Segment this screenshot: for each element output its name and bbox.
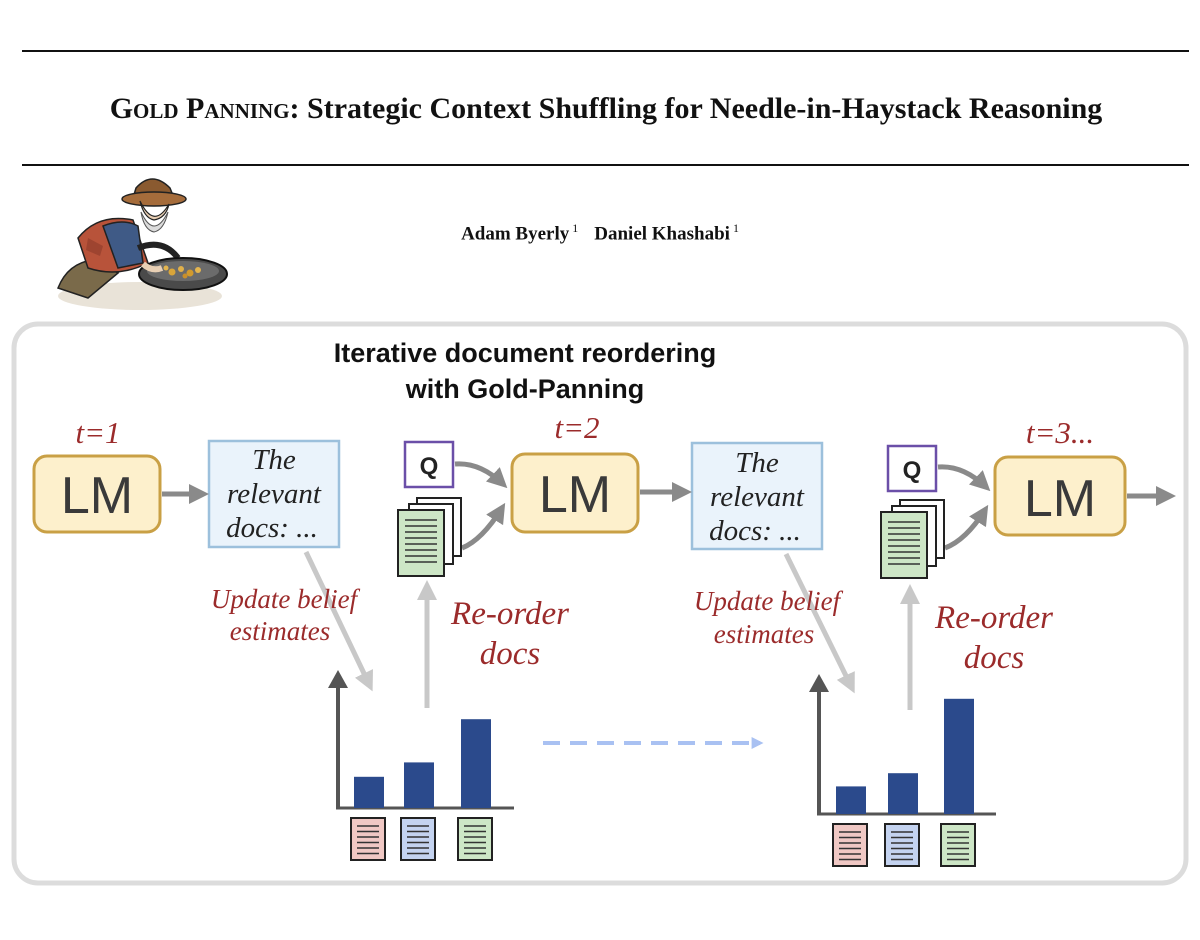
document-icon	[457, 817, 493, 861]
lm-label: LM	[61, 467, 133, 525]
flow-arrow	[460, 502, 506, 551]
flow-arrow	[937, 464, 991, 492]
update-belief-label: estimates	[714, 619, 815, 649]
chart-axis-arrowhead	[809, 674, 829, 692]
relevant-docs-line: docs: ...	[709, 515, 801, 547]
lm-label: LM	[539, 466, 611, 524]
relevant-docs-line: The	[735, 447, 779, 479]
query-box: Q	[403, 440, 455, 489]
belief-chart	[328, 670, 514, 861]
reorder-label: docs	[480, 636, 541, 672]
paper-title: Gold Panning: Strategic Context Shufflin…	[0, 92, 1200, 126]
update-arrow	[783, 552, 855, 694]
relevant-docs-line: relevant	[710, 481, 805, 513]
belief-bar	[461, 719, 491, 808]
lm-block: LM	[993, 455, 1127, 537]
relevant-docs-line: relevant	[227, 478, 322, 510]
top-rule	[22, 50, 1189, 52]
update-arrow	[303, 550, 373, 692]
figure-heading: Iterative document reordering	[334, 338, 717, 368]
relevant-docs-box: The relevant docs: ...	[207, 439, 341, 549]
update-belief-label: Update belief	[211, 584, 361, 614]
query-label: Q	[903, 457, 922, 484]
relevant-docs-line: docs: ...	[226, 512, 318, 544]
bottom-rule	[22, 164, 1189, 166]
reorder-label: docs	[964, 640, 1025, 676]
document-icon	[350, 817, 386, 861]
belief-chart	[809, 674, 996, 867]
document-icon	[832, 823, 868, 867]
author-affiliation: 1	[572, 221, 579, 235]
query-box: Q	[886, 444, 938, 493]
document-icon	[884, 823, 920, 867]
relevant-docs-line: The	[252, 444, 296, 476]
title-rest: : Strategic Context Shuffling for Needle…	[289, 92, 1103, 125]
lm-label: LM	[1024, 470, 1096, 528]
gold-miner-illustration	[57, 178, 228, 310]
belief-bar	[888, 773, 918, 814]
flow-arrow	[944, 504, 989, 551]
reorder-label: Re-order	[450, 596, 569, 632]
lm-block: LM	[510, 452, 640, 534]
query-label: Q	[420, 453, 439, 480]
flow-arrow	[454, 461, 508, 489]
belief-bar	[836, 786, 866, 814]
lm-block: LM	[32, 454, 162, 534]
author-affiliation: 1	[732, 221, 739, 235]
document-stack	[397, 497, 462, 577]
document-icon	[940, 823, 976, 867]
chart-axis-arrowhead	[328, 670, 348, 688]
figure-heading: with Gold-Panning	[405, 374, 644, 404]
author-name: Adam Byerly	[461, 223, 570, 245]
step-label: t=3...	[1026, 415, 1094, 450]
belief-bar	[354, 776, 384, 808]
update-belief-label: Update belief	[694, 586, 844, 616]
document-stack	[880, 499, 945, 579]
relevant-docs-box: The relevant docs: ...	[690, 441, 824, 551]
belief-bar	[404, 762, 434, 808]
step-label: t=1	[75, 415, 120, 450]
author-name: Daniel Khashabi	[594, 223, 730, 245]
title-smallcaps: Gold Panning	[109, 92, 290, 125]
belief-bar	[944, 698, 974, 814]
step-label: t=2	[554, 410, 599, 445]
update-belief-label: estimates	[230, 616, 331, 646]
reorder-label: Re-order	[934, 600, 1053, 636]
document-icon	[400, 817, 436, 861]
